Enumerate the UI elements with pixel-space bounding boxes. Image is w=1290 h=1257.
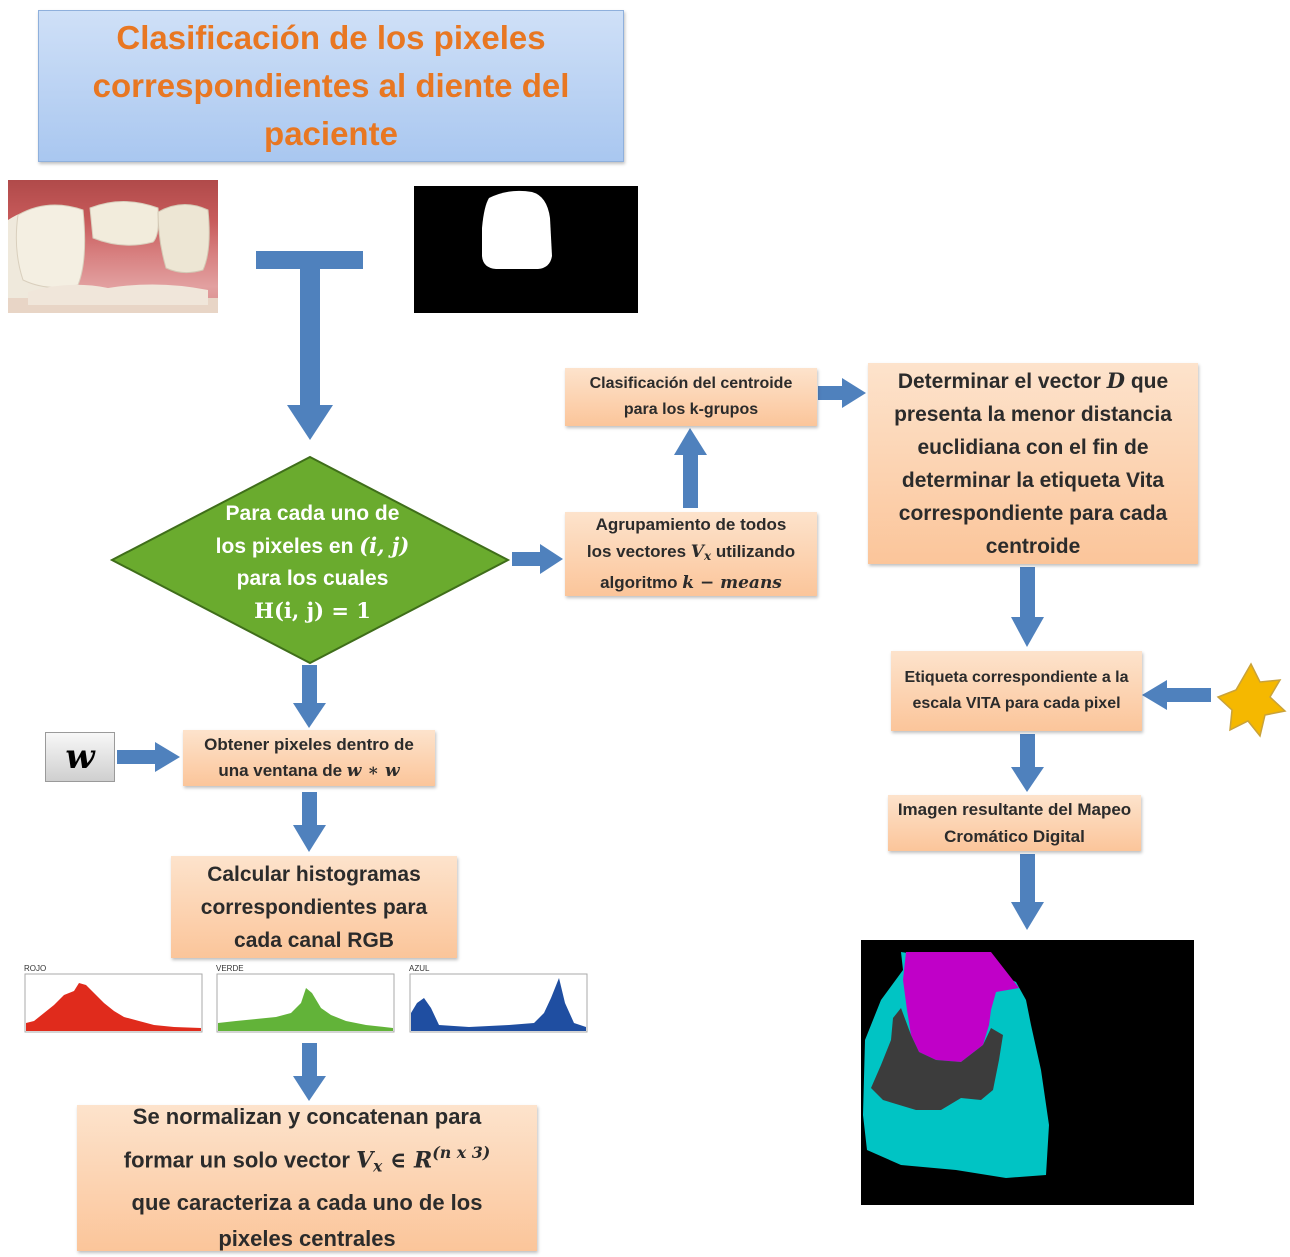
- down-arrow-3-head: [293, 1076, 326, 1101]
- left-arrow-head: [1142, 680, 1167, 710]
- decision-text: Para cada uno de los pixeles en (i, j) p…: [180, 498, 445, 627]
- histogram-red-label: ROJO: [24, 964, 47, 973]
- down-arrow-5: [1020, 734, 1035, 769]
- diagram-title-box: Clasificación de los pixeles correspondi…: [38, 10, 624, 162]
- t-arrow-head: [287, 405, 333, 440]
- vector-distance-box: Determinar el vector D que presenta la m…: [868, 363, 1198, 564]
- window-size-w: w: [45, 732, 115, 782]
- obtain-pixels-box: Obtener pixeles dentro de una ventana de…: [183, 730, 435, 786]
- diagram-title: Clasificación de los pixeles correspondi…: [92, 19, 570, 152]
- group-line-3: algoritmo k − means: [600, 573, 782, 594]
- down-arrow-4: [1020, 567, 1035, 619]
- normalize-line-1: Se normalizan y concatenan para: [132, 1104, 482, 1130]
- right-arrow-2-head: [842, 378, 866, 408]
- obtain-line-1: Obtener pixeles dentro de: [204, 735, 414, 754]
- result-text-box: Imagen resultante del Mapeo Cromático Di…: [888, 795, 1141, 851]
- histogram-red: ROJO: [24, 964, 204, 1040]
- decision-line-1: Para cada uno de: [225, 502, 400, 525]
- down-arrow-4-head: [1011, 617, 1044, 647]
- w-arrow: [117, 750, 157, 764]
- decision-line-4: H(i, j) = 1: [254, 598, 371, 623]
- star-icon: [1216, 662, 1287, 738]
- up-arrow-head: [674, 428, 707, 455]
- group-line-1: Agrupamiento de todos: [595, 514, 787, 534]
- kmeans-group-box: Agrupamiento de todos los vectores Vx ut…: [565, 512, 817, 596]
- down-arrow-6-head: [1011, 902, 1044, 930]
- chromatic-map-image: [861, 940, 1194, 1205]
- down-arrow-6: [1020, 854, 1035, 904]
- down-arrow-3: [302, 1043, 317, 1078]
- down-arrow-1-head: [293, 703, 326, 728]
- histogram-green-label: VERDE: [216, 964, 244, 973]
- down-arrow-2-head: [293, 825, 326, 852]
- histogram-green: VERDE: [216, 964, 396, 1040]
- w-arrow-head: [155, 742, 180, 772]
- decision-line-2: los pixeles en (i, j): [215, 533, 410, 558]
- normalize-line-2: formar un solo vector Vx ∈ R(n x 3): [123, 1143, 491, 1176]
- t-stem-arrow: [300, 268, 320, 408]
- right-arrow-1-head: [540, 544, 563, 574]
- vita-label-box: Etiqueta correspondiente a la escala VIT…: [891, 651, 1142, 731]
- down-arrow-5-head: [1011, 767, 1044, 792]
- tooth-photo: [8, 180, 218, 313]
- normalize-box: Se normalizan y concatenan para formar u…: [77, 1104, 537, 1251]
- histogram-green-plot: [216, 973, 395, 1033]
- vector-line-rest: presenta la menor distancia euclidiana c…: [894, 403, 1172, 558]
- histogram-blue: AZUL: [409, 964, 589, 1040]
- chromatic-map-drawing: [863, 952, 1049, 1178]
- right-arrow-1: [512, 552, 542, 566]
- histogram-blue-label: AZUL: [409, 964, 430, 973]
- group-line-2: los vectores Vx utilizando: [586, 541, 796, 563]
- obtain-line-2: una ventana de w ∗ w: [218, 761, 400, 781]
- decision-line-3: para los cuales: [236, 567, 389, 590]
- histogram-blue-plot: [409, 973, 588, 1033]
- down-arrow-2: [302, 792, 317, 827]
- tooth-mask-image: [414, 186, 638, 313]
- tooth-photo-drawing: [8, 201, 218, 313]
- decision-diamond: [109, 455, 511, 665]
- down-arrow-1: [302, 665, 317, 705]
- t-bar-arrow: [256, 251, 363, 269]
- histogram-calc-box: Calcular histogramas correspondientes pa…: [171, 856, 457, 958]
- centroid-classification-box: Clasificación del centroide para los k-g…: [565, 368, 817, 426]
- right-arrow-2: [818, 386, 844, 400]
- histogram-red-plot: [24, 973, 203, 1033]
- vector-line-1: Determinar el vector D que: [897, 368, 1169, 393]
- left-arrow: [1165, 688, 1211, 702]
- up-arrow: [683, 452, 698, 508]
- normalize-line-3: que caracteriza a cada uno de los: [131, 1189, 483, 1215]
- normalize-line-4: pixeles centrales: [218, 1225, 396, 1251]
- tooth-mask-shape: [482, 190, 552, 269]
